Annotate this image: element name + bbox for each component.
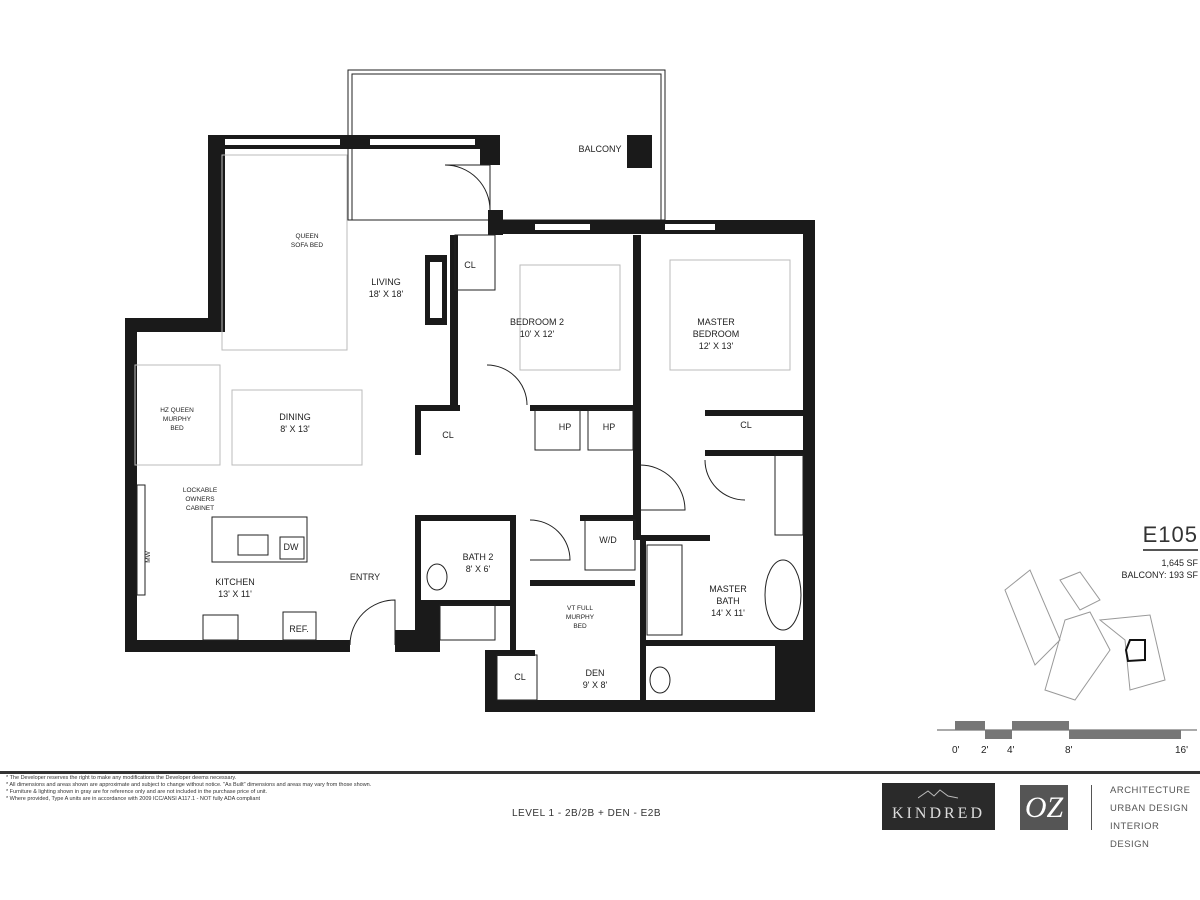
scale-tick-16: 16' — [1175, 745, 1189, 756]
label-cl-den: CL — [514, 672, 526, 682]
label-murphy-hz-3: BED — [170, 425, 184, 432]
label-sofa-1: QUEEN — [295, 233, 318, 240]
footer-divider — [0, 771, 1200, 774]
label-murphy-vt-3: BED — [573, 623, 587, 630]
kindred-logo-text: KINDRED — [892, 805, 985, 822]
label-cabinet-1: LOCKABLE — [183, 487, 218, 494]
service-urban-design: URBAN DESIGN — [1110, 803, 1189, 814]
label-dw: DW — [284, 542, 299, 552]
label-sofa-2: SOFA BED — [291, 242, 323, 249]
service-architecture: ARCHITECTURE — [1110, 785, 1191, 796]
scale-tick-4: 4' — [1007, 745, 1015, 756]
label-dining: DINING — [279, 412, 311, 422]
service-interior-design: INTERIOR DESIGN — [1110, 821, 1160, 850]
label-murphy-hz-2: MURPHY — [163, 416, 192, 423]
label-entry: ENTRY — [350, 572, 380, 582]
kindred-logo: KINDRED — [882, 783, 995, 830]
note: * Where provided, Type A units are in ac… — [6, 796, 261, 802]
label-murphy-hz-1: HZ QUEEN — [160, 407, 194, 414]
label-balcony: BALCONY — [578, 144, 621, 154]
door-swings — [349, 164, 746, 646]
balcony-column — [627, 135, 652, 168]
unit-number: E105 — [1142, 522, 1198, 551]
label-living-dim: 18' X 18' — [369, 289, 404, 299]
key-plan — [1004, 569, 1166, 701]
label-ref: REF. — [289, 624, 309, 634]
furniture — [134, 154, 804, 694]
label-hp-2: HP — [603, 422, 616, 432]
label-cabinet-3: CABINET — [186, 505, 214, 512]
label-living: LIVING — [371, 277, 401, 287]
label-kitchen-dim: 13' X 11' — [218, 589, 252, 599]
label-murphy-vt-1: VT FULL — [567, 605, 593, 612]
label-cl-master: CL — [740, 420, 752, 430]
label-master-1: MASTER — [697, 317, 735, 327]
oz-logo: OZ — [1020, 785, 1068, 830]
logo-divider — [1091, 785, 1092, 830]
label-master-bath-2: BATH — [716, 596, 739, 606]
label-bath2-dim: 8' X 6' — [466, 564, 491, 574]
scale-bar — [937, 721, 1197, 739]
label-cabinet-2: OWNERS — [185, 496, 215, 503]
disclaimer-notes: * The Developer reserves the right to ma… — [6, 775, 371, 803]
scale-tick-2: 2' — [981, 745, 989, 756]
label-master-bath-dim: 14' X 11' — [711, 608, 745, 618]
label-hp-1: HP — [559, 422, 572, 432]
label-den-dim: 9' X 8' — [583, 680, 608, 690]
label-den: DEN — [585, 668, 604, 678]
label-bedroom2: BEDROOM 2 — [510, 317, 564, 327]
label-master-bath-1: MASTER — [709, 584, 747, 594]
plan-level-title: LEVEL 1 - 2B/2B + DEN - E2B — [512, 808, 662, 819]
label-master-dim: 12' X 13' — [699, 341, 734, 351]
label-master-2: BEDROOM — [693, 329, 740, 339]
label-bedroom2-dim: 10' X 12' — [520, 329, 555, 339]
floor-plan: BALCONY QUEEN SOFA BED LIVING 18' X 18' … — [125, 69, 1197, 739]
scale-tick-0: 0' — [952, 745, 960, 756]
note: * The Developer reserves the right to ma… — [6, 775, 237, 781]
walls — [125, 135, 815, 712]
note: * All dimensions and areas shown are app… — [6, 782, 372, 788]
mountain-icon — [918, 789, 958, 799]
label-bath2: BATH 2 — [463, 552, 494, 562]
label-wd: W/D — [599, 535, 617, 545]
unit-area: 1,645 SF — [1161, 558, 1198, 568]
balcony-area: BALCONY: 193 SF — [1121, 570, 1198, 580]
label-cl-hall: CL — [442, 430, 454, 440]
label-mw: MW — [145, 550, 152, 562]
label-dining-dim: 8' X 13' — [280, 424, 310, 434]
note: * Furniture & lighting shown in gray are… — [6, 789, 268, 795]
firm-services: ARCHITECTURE URBAN DESIGN INTERIOR DESIG… — [1110, 782, 1200, 854]
label-cl-bed2: CL — [464, 260, 476, 270]
label-kitchen: KITCHEN — [215, 577, 255, 587]
label-murphy-vt-2: MURPHY — [566, 614, 595, 621]
scale-tick-8: 8' — [1065, 745, 1073, 756]
